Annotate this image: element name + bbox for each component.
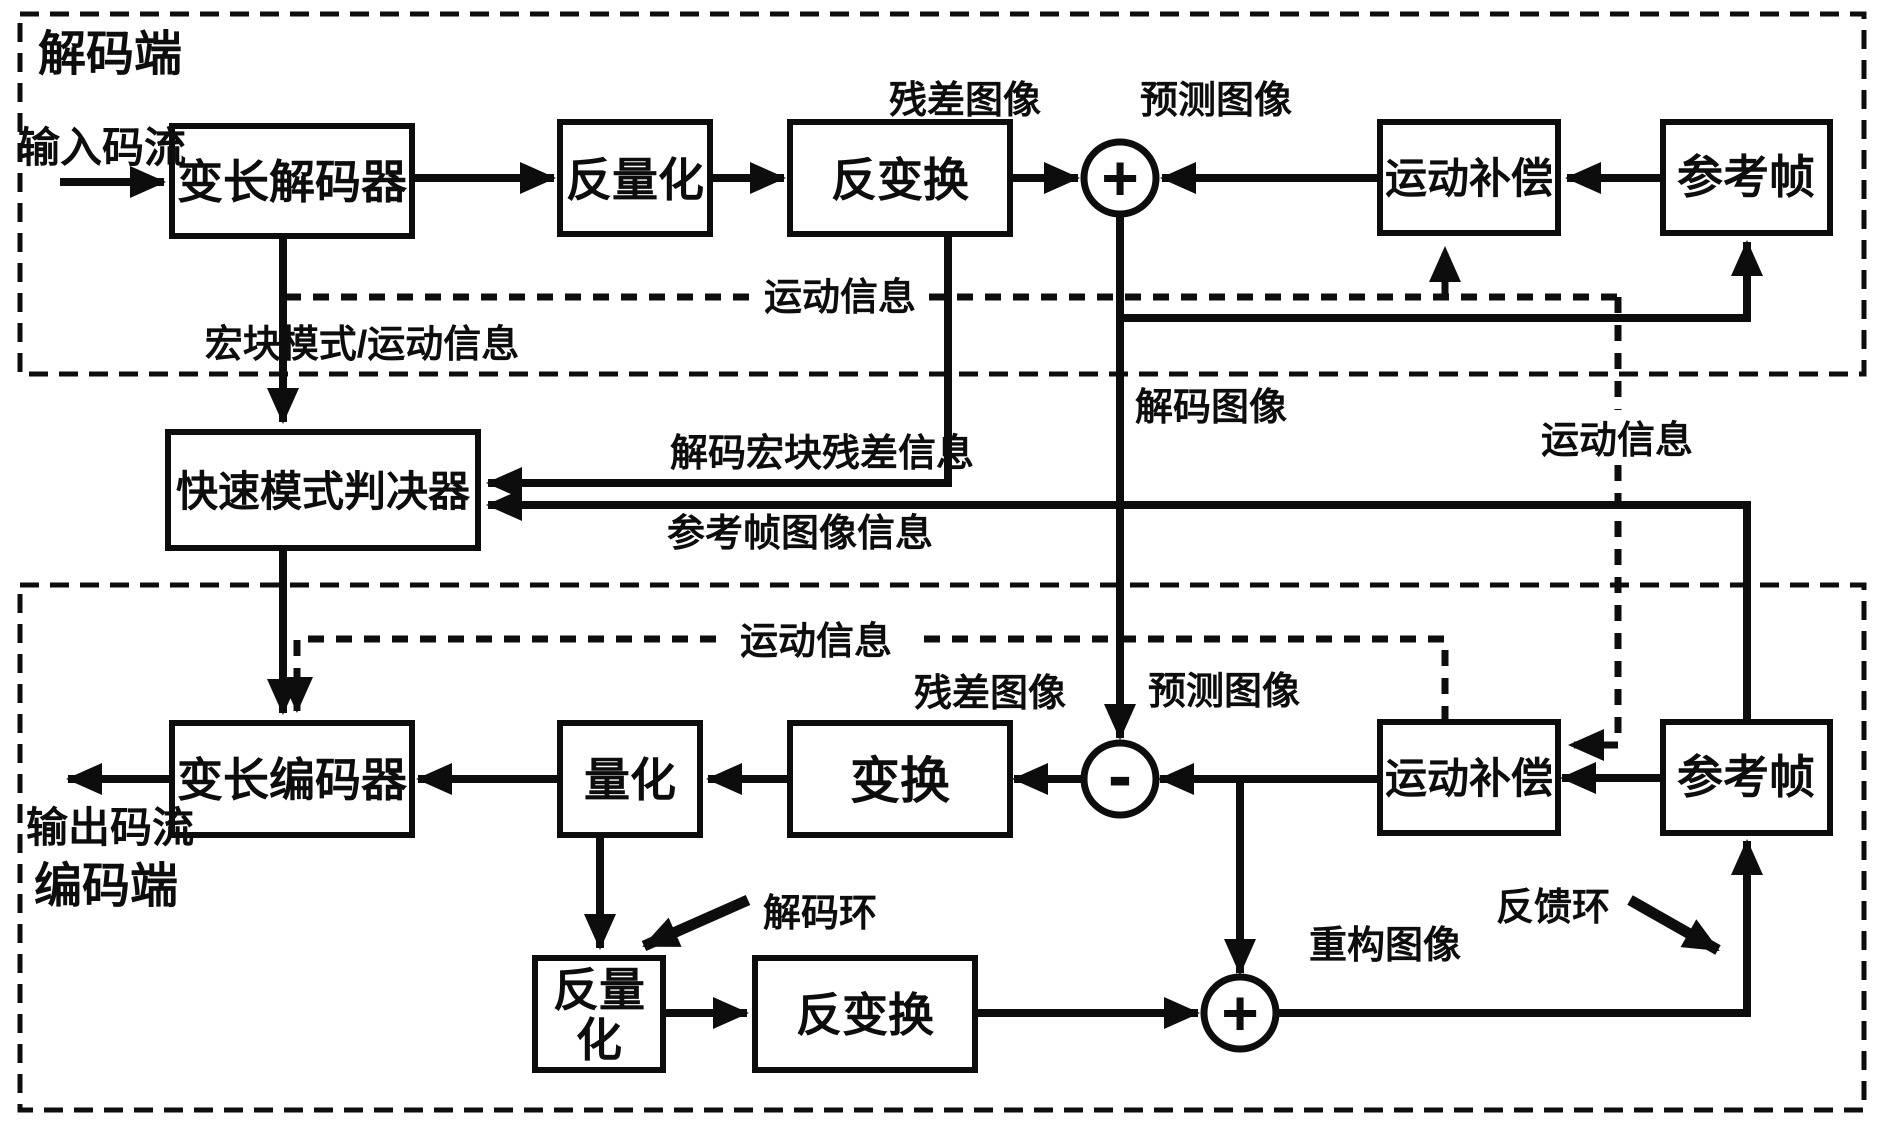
node-quantization: 量化 bbox=[557, 720, 703, 838]
residual-image-top-label: 残差图像 bbox=[889, 80, 1041, 122]
encoder-section-border bbox=[17, 582, 1867, 1113]
node-motion-compensation-top: 运动补偿 bbox=[1377, 119, 1561, 236]
decoder-section-border bbox=[17, 11, 1867, 377]
svg-text:参考帧: 参考帧 bbox=[1677, 751, 1815, 803]
edge-motion-to-mc-bot-dashed bbox=[1568, 297, 1622, 761]
edge-reconstructed-to-ref-bot bbox=[1278, 839, 1763, 1017]
node-reference-frame-top: 参考帧 bbox=[1660, 119, 1833, 236]
svg-text:反量化: 反量化 bbox=[566, 154, 704, 206]
mb-mode-motion-label: 宏块模式/运动信息 bbox=[205, 324, 520, 366]
node-adder-top: + bbox=[1080, 138, 1160, 218]
motion-info-right-label: 运动信息 bbox=[1541, 420, 1693, 462]
mask-motion-decoder bbox=[752, 270, 928, 322]
svg-text:运动补偿: 运动补偿 bbox=[1385, 155, 1553, 202]
svg-text:量化: 量化 bbox=[584, 754, 676, 806]
node-inverse-transform-top: 反变换 bbox=[787, 119, 1013, 237]
decoded-mb-residual-label: 解码宏块残差信息 bbox=[670, 433, 974, 475]
node-reference-frame-bottom: 参考帧 bbox=[1660, 719, 1833, 836]
reconstructed-image-label: 重构图像 bbox=[1309, 925, 1461, 967]
svg-text:-: - bbox=[1108, 736, 1132, 816]
edge-refinfo-to-fmd bbox=[486, 489, 1751, 722]
svg-text:变长解码器: 变长解码器 bbox=[177, 156, 408, 208]
ref-frame-image-info-label: 参考帧图像信息 bbox=[667, 513, 933, 555]
node-adder-bottom: + bbox=[1200, 973, 1280, 1053]
node-subtractor: - bbox=[1080, 736, 1160, 819]
svg-text:+: + bbox=[1221, 977, 1258, 1049]
feedback-loop-pointer-arrow bbox=[1627, 895, 1721, 955]
mask-motion-right bbox=[1524, 410, 1710, 464]
svg-text:变长编码器: 变长编码器 bbox=[177, 754, 408, 806]
encoder-section-label: 编码端 bbox=[34, 860, 178, 913]
svg-text:快速模式判决器: 快速模式判决器 bbox=[176, 468, 471, 515]
node-variable-length-encoder: 变长编码器 bbox=[169, 720, 415, 838]
motion-info-encoder-label: 运动信息 bbox=[740, 621, 892, 663]
feedback-loop-label: 反馈环 bbox=[1496, 887, 1610, 929]
prediction-image-top-label: 预测图像 bbox=[1140, 80, 1292, 122]
output-stream-label: 输出码流 bbox=[26, 804, 194, 851]
mask-motion-encoder bbox=[720, 614, 912, 666]
residual-image-bottom-label: 残差图像 bbox=[914, 673, 1066, 715]
edge-decoded-to-ref-top bbox=[1120, 240, 1763, 322]
svg-text:+: + bbox=[1101, 142, 1138, 214]
svg-text:反变换: 反变换 bbox=[831, 154, 969, 206]
node-inverse-transform-bottom: 反变换 bbox=[752, 955, 978, 1073]
svg-text:化: 化 bbox=[576, 1014, 622, 1066]
node-transform: 变换 bbox=[787, 720, 1013, 838]
motion-info-decoder-label: 运动信息 bbox=[764, 277, 916, 319]
edge-residual-info-to-fmd bbox=[486, 178, 952, 499]
svg-text:运动补偿: 运动补偿 bbox=[1385, 755, 1553, 802]
node-variable-length-decoder: 变长解码器 bbox=[169, 123, 415, 239]
node-motion-compensation-bottom: 运动补偿 bbox=[1377, 719, 1561, 836]
decode-loop-pointer-arrow bbox=[641, 894, 751, 952]
svg-text:反量: 反量 bbox=[553, 964, 645, 1016]
svg-text:变换: 变换 bbox=[850, 753, 950, 809]
decoder-section-label: 解码端 bbox=[38, 28, 182, 81]
input-stream-label: 输入码流 bbox=[18, 124, 186, 171]
node-inverse-quantization-bottom: 反量 化 bbox=[532, 955, 666, 1073]
decode-loop-label: 解码环 bbox=[763, 893, 877, 935]
prediction-image-bottom-label: 预测图像 bbox=[1148, 671, 1300, 713]
svg-text:反变换: 反变换 bbox=[796, 989, 934, 1041]
node-inverse-quantization-top: 反量化 bbox=[557, 119, 713, 237]
decoded-image-label: 解码图像 bbox=[1135, 387, 1287, 429]
svg-text:参考帧: 参考帧 bbox=[1677, 151, 1815, 203]
node-fast-mode-decision: 快速模式判决器 bbox=[165, 429, 481, 551]
